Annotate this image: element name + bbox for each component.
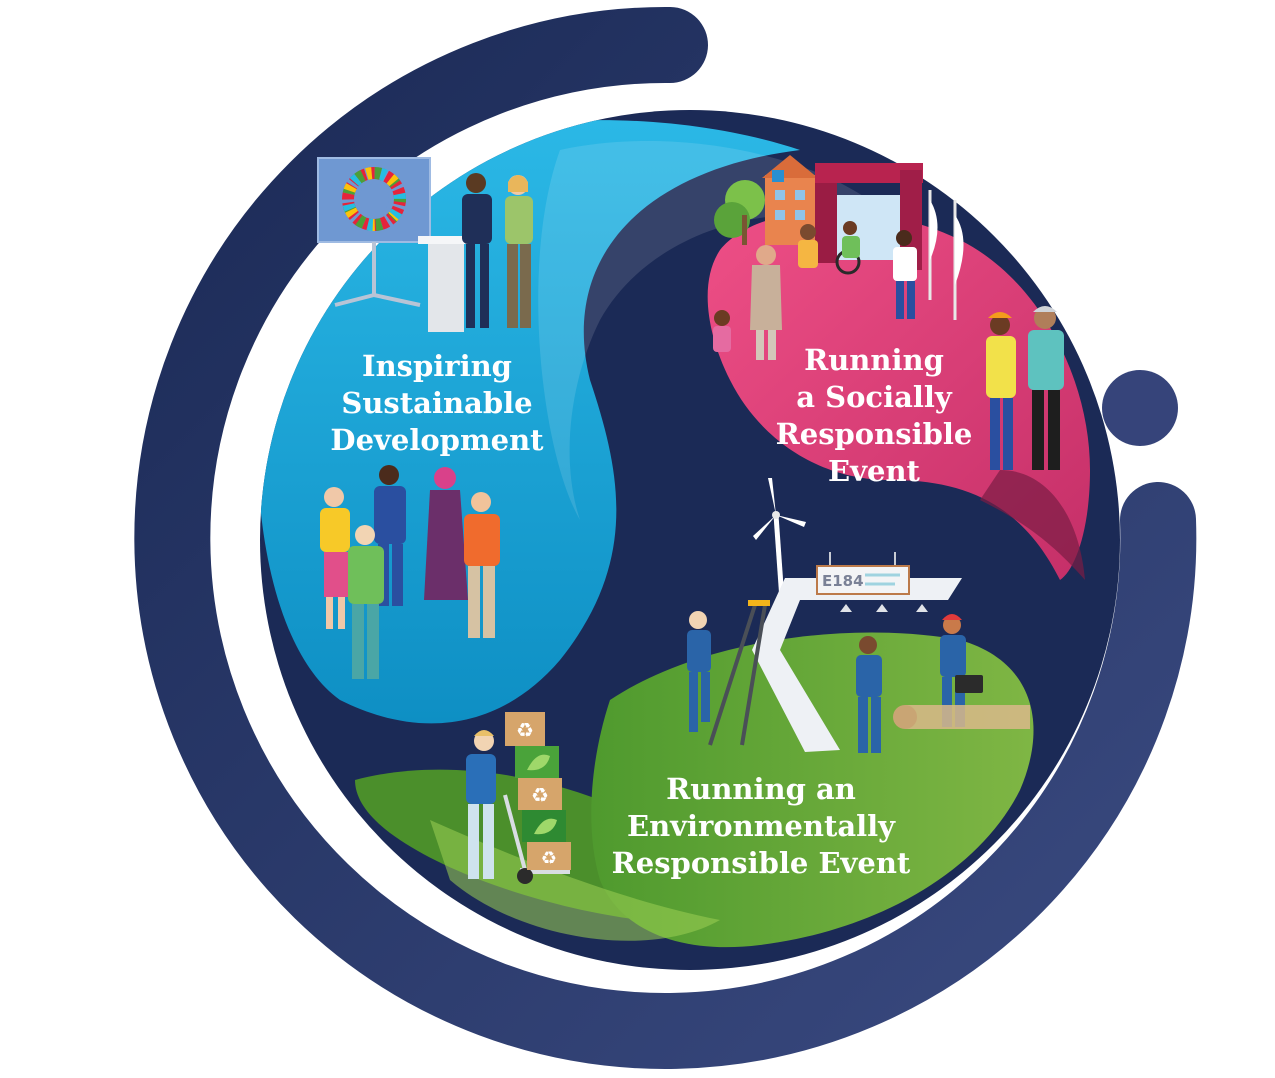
social-scene: [713, 155, 1064, 470]
label-inspiring-line3: Development: [330, 423, 544, 457]
svg-text:♻: ♻: [541, 848, 557, 869]
swirl-highlight: [538, 141, 900, 520]
label-environmental: Running an Environmentally Responsible E…: [612, 772, 911, 880]
label-environmental-line2: Environmentally: [627, 809, 896, 843]
environmental-scene: E184: [687, 478, 1030, 753]
stand-sign: [816, 565, 910, 595]
svg-text:♻: ♻: [531, 783, 549, 807]
recycling-scene: ♻ ♻ ♻: [466, 712, 571, 884]
label-social: Running a Socially Responsible Event: [776, 343, 973, 488]
recycle-icon: ♻: [516, 718, 534, 742]
leaf-icon: [527, 754, 550, 771]
label-social-line3: Responsible: [776, 417, 973, 451]
label-social-line2: a Socially: [796, 380, 953, 414]
label-environmental-line3: Responsible Event: [612, 846, 911, 880]
label-environmental-line1: Running an: [666, 772, 856, 806]
label-social-line4: Event: [828, 454, 920, 488]
label-inspiring-line2: Sustainable: [341, 386, 532, 420]
wind-turbine-icon: [753, 478, 806, 601]
presentation-scene: [317, 157, 533, 332]
sdg-wheel-icon: [342, 167, 406, 231]
label-inspiring-line1: Inspiring: [362, 349, 512, 383]
label-inspiring: Inspiring Sustainable Development: [330, 349, 544, 457]
stand-code: E184: [822, 572, 864, 590]
svg-text:♻: ♻: [516, 718, 534, 742]
ring-dot: [1102, 370, 1178, 446]
label-social-line1: Running: [804, 343, 944, 377]
people-group-left: [320, 465, 500, 679]
